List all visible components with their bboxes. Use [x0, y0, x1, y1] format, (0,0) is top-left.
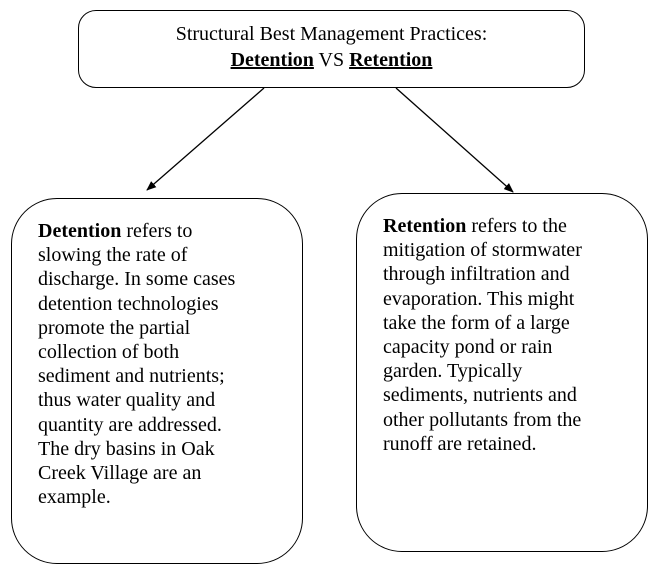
detention-line: detention technologies — [38, 292, 219, 315]
title-vs: VS — [318, 49, 345, 71]
retention-line: capacity pond or rain — [383, 336, 553, 359]
title-box: Structural Best Management Practices: De… — [78, 10, 585, 88]
detention-description: Detention refers to slowing the rate of … — [38, 219, 288, 509]
retention-line: evaporation. This might — [383, 287, 575, 310]
retention-line: garden. Typically — [383, 360, 523, 383]
detention-line: The dry basins in Oak — [38, 437, 215, 460]
title-line-1: Structural Best Management Practices: — [175, 23, 488, 45]
detention-box: Detention refers to slowing the rate of … — [11, 198, 303, 564]
arrow-to-detention — [146, 87, 265, 191]
title-term-retention: Retention — [349, 49, 433, 71]
detention-line: example. — [38, 486, 111, 509]
detention-line: thus water quality and — [38, 389, 216, 412]
retention-line: other pollutants from the — [383, 408, 582, 431]
detention-term: Detention — [38, 220, 122, 242]
retention-term: Retention — [383, 215, 467, 237]
title-line-2: Detention VS Retention — [79, 47, 584, 73]
detention-line: promote the partial — [38, 316, 191, 339]
retention-line: Retention refers to the — [383, 215, 567, 237]
detention-line: Creek Village are an — [38, 462, 202, 485]
retention-line: through infiltration and — [383, 263, 570, 286]
detention-line: slowing the rate of — [38, 244, 188, 267]
title-term-detention: Detention — [230, 49, 314, 71]
retention-line: mitigation of stormwater — [383, 239, 582, 262]
detention-line: discharge. In some cases — [38, 268, 236, 291]
retention-box: Retention refers to the mitigation of st… — [356, 193, 648, 552]
retention-line: take the form of a large — [383, 311, 570, 334]
detention-line: Detention refers to — [38, 220, 193, 242]
retention-description: Retention refers to the mitigation of st… — [383, 214, 633, 456]
arrow-to-retention — [395, 87, 514, 193]
retention-line: runoff are retained. — [383, 432, 537, 455]
retention-line: sediments, nutrients and — [383, 384, 577, 407]
detention-line: collection of both — [38, 341, 180, 364]
detention-line: sediment and nutrients; — [38, 365, 225, 388]
detention-line: quantity are addressed. — [38, 413, 222, 436]
